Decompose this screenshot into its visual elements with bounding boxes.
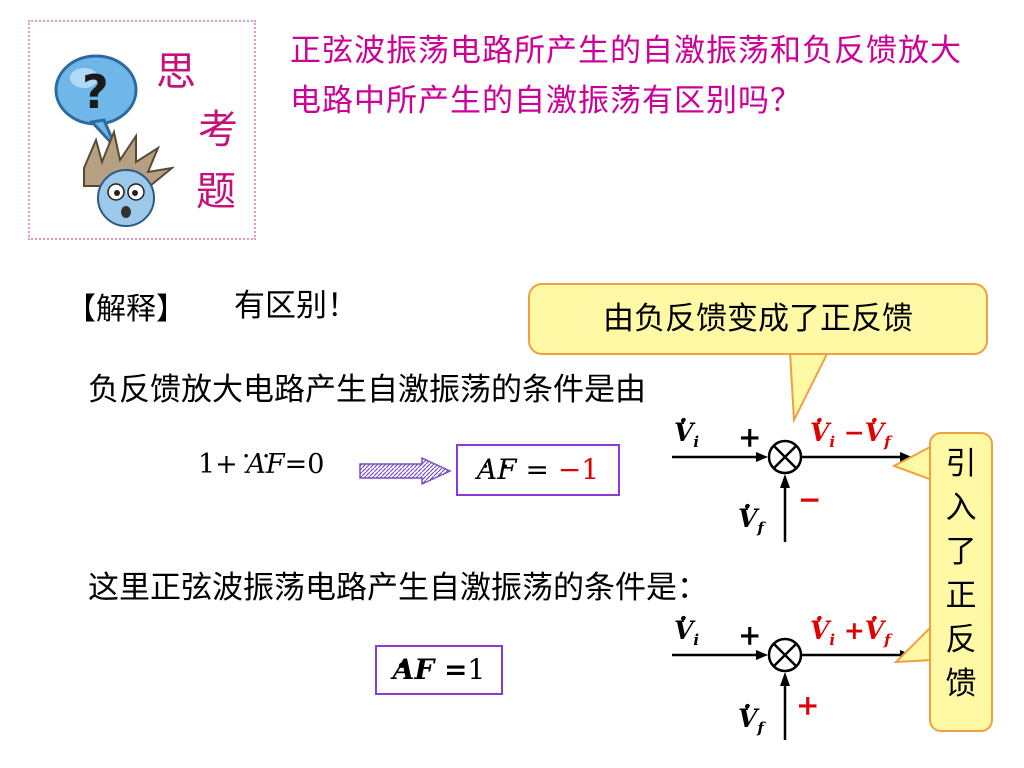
minus-sign: − <box>798 483 822 516</box>
box-neg-eq: = <box>516 453 558 486</box>
oscillation-condition: 这里正弦波振荡电路产生自激振荡的条件是： <box>88 570 708 606</box>
summing-junction-icon <box>672 637 912 740</box>
think-box: ? 思 考 题 <box>28 20 256 240</box>
box-neg-value: −1 <box>557 453 600 486</box>
note-char-1: 引 <box>945 446 977 482</box>
explain-answer: 有区别！ <box>234 288 358 324</box>
feedback-label: ·Vf <box>738 692 764 737</box>
think-char-1: 思 <box>156 49 196 95</box>
note-char-3: 了 <box>945 534 977 570</box>
summing-diagram-positive: ·Vi + ··Vi +Vf ·Vf + <box>660 606 930 746</box>
box-pos-af: AF <box>392 653 435 686</box>
thinking-face-icon: ? <box>54 54 174 227</box>
condition-box-negative: ··AF = −1 <box>456 444 620 496</box>
box-pos-value: 1 <box>467 653 486 686</box>
note-char-2: 入 <box>945 490 977 526</box>
plus-feedback-sign: + <box>796 689 820 722</box>
feedback-label: ·Vf <box>738 492 764 537</box>
eq-af: AF <box>246 449 285 480</box>
note-pointers <box>891 444 933 664</box>
equation-characteristic: 1+ ·· AF=0 <box>198 441 325 480</box>
input-label: ·Vi <box>674 406 700 451</box>
note-char-5: 反 <box>945 622 977 658</box>
implies-arrow-icon <box>359 456 452 486</box>
callout-bubble: 由负反馈变成了正反馈 <box>528 283 988 355</box>
plus-sign: + <box>738 421 762 454</box>
eq-one-plus: 1+ <box>198 449 238 480</box>
explain-label: 【解释】 <box>66 292 186 327</box>
note-char-4: 正 <box>945 578 977 614</box>
box-pos-eq: = <box>434 653 468 686</box>
input-label: ·Vi <box>674 604 700 649</box>
svg-text:?: ? <box>82 65 109 119</box>
think-char-2: 考 <box>198 107 238 153</box>
negative-feedback-condition: 负反馈放大电路产生自激振荡的条件是由 <box>88 372 646 408</box>
summing-diagram-negative: ·Vi + ··Vi −Vf ·Vf − <box>660 408 930 548</box>
think-char-3: 题 <box>196 169 236 215</box>
note-char-6: 馈 <box>945 666 977 702</box>
summing-junction-icon <box>672 439 912 542</box>
eq-rhs: =0 <box>284 449 325 480</box>
condition-box-positive: ··AF =1 <box>375 645 503 695</box>
question-text: 正弦波振荡电路所产生的自激振荡和负反馈放大电路中所产生的自激振荡有区别吗？ <box>290 33 962 119</box>
box-neg-af: AF <box>476 453 517 486</box>
vertical-note-bubble: 引 入 了 正 反 馈 <box>929 432 993 732</box>
plus-sign: + <box>738 619 762 652</box>
output-label: ··Vi +Vf <box>810 604 891 649</box>
output-label: ··Vi −Vf <box>810 406 891 451</box>
